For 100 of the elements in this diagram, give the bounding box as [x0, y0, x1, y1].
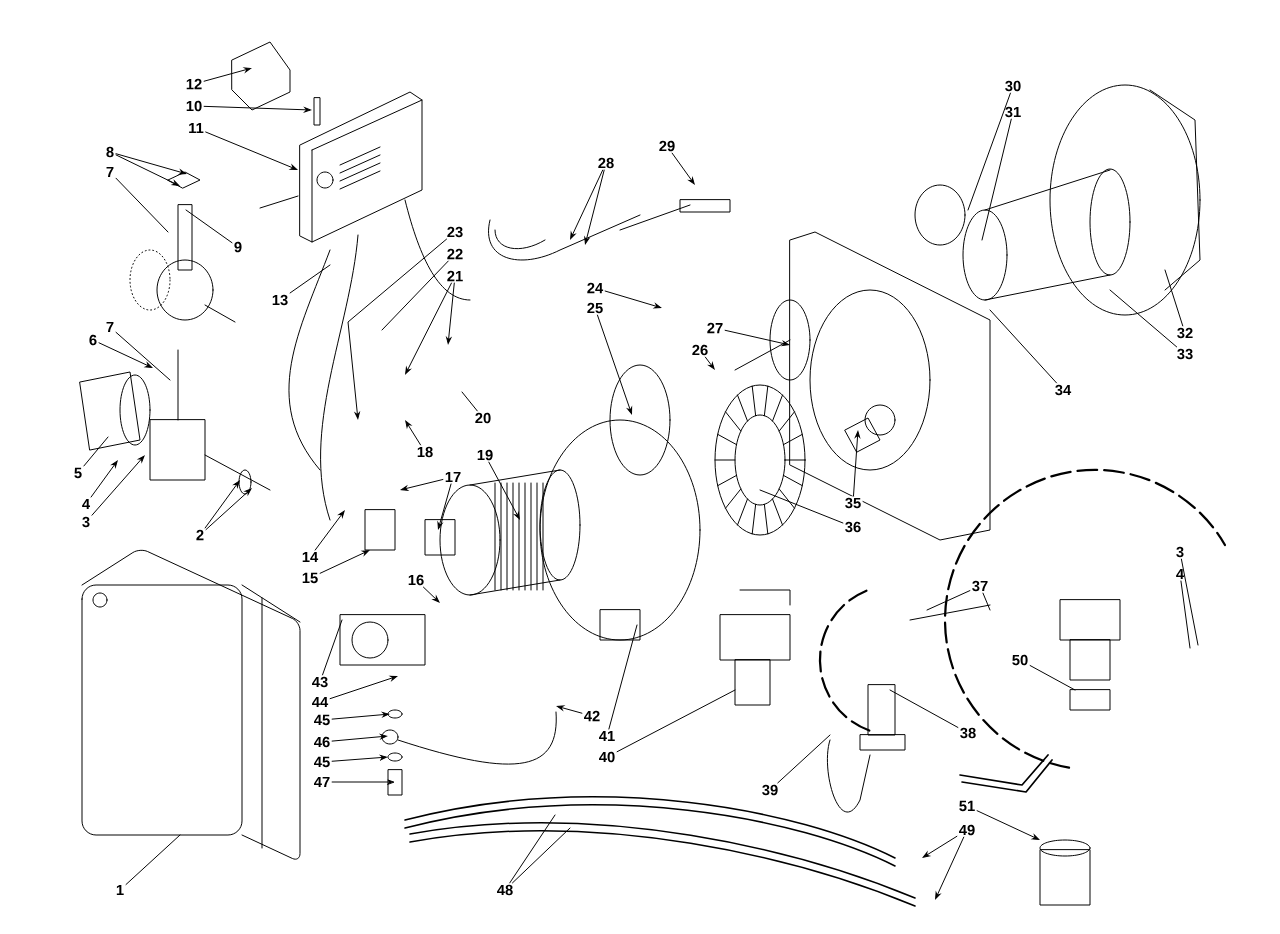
leader-line	[608, 624, 638, 730]
leader-line	[203, 67, 252, 82]
callout-number: 49	[957, 823, 977, 837]
callout-number: 28	[596, 156, 616, 170]
callout-number: 30	[1003, 79, 1023, 93]
callout-number: 25	[585, 301, 605, 315]
leader-line	[347, 238, 447, 420]
leader-line	[319, 550, 370, 574]
callout-number: 39	[760, 783, 780, 797]
callout-number: 5	[72, 466, 84, 480]
leader-line	[314, 510, 345, 551]
leader-line	[400, 479, 444, 491]
leader-line	[488, 461, 520, 520]
callout-number: 2	[194, 528, 206, 542]
leader-line	[461, 391, 478, 412]
leader-line	[83, 436, 109, 467]
callout-number: 38	[958, 726, 978, 740]
callout-number: 44	[310, 695, 330, 709]
leader-line	[509, 814, 556, 884]
leader-line	[935, 836, 965, 900]
leader-line	[289, 264, 331, 294]
leader-line	[205, 131, 298, 170]
leader-line	[616, 689, 736, 753]
callout-number: 51	[957, 799, 977, 813]
callout-number: 22	[445, 247, 465, 261]
callout-number: 3	[80, 515, 92, 529]
leader-line	[671, 152, 695, 185]
leader-line	[115, 154, 180, 186]
leader-line	[922, 835, 958, 858]
callout-number: 45	[312, 755, 332, 769]
leader-line	[204, 480, 240, 529]
callout-number: 9	[232, 240, 244, 254]
leader-line	[91, 455, 145, 516]
callout-number: 27	[705, 321, 725, 335]
leader-line	[115, 177, 169, 233]
callout-number: 46	[312, 735, 332, 749]
leader-line	[704, 356, 715, 370]
leader-line	[556, 705, 583, 714]
leader-line	[570, 169, 604, 240]
callout-number: 19	[475, 448, 495, 462]
leader-line	[1180, 558, 1199, 646]
callout-number: 1	[114, 883, 126, 897]
callout-number: 32	[1175, 326, 1195, 340]
callout-number: 45	[312, 713, 332, 727]
callout-number: 3	[1174, 545, 1186, 559]
leader-line	[759, 489, 844, 524]
callout-number: 4	[1174, 567, 1186, 581]
leader-line	[584, 169, 605, 245]
leader-line	[604, 290, 662, 309]
callout-number: 14	[300, 550, 320, 564]
callout-number: 50	[1010, 653, 1030, 667]
leader-line	[331, 754, 388, 762]
leader-line	[967, 92, 1011, 211]
callout-number: 16	[406, 573, 426, 587]
callout-number: 29	[657, 139, 677, 153]
callout-number: 6	[87, 333, 99, 347]
callout-number: 13	[270, 293, 290, 307]
callout-number: 23	[445, 225, 465, 239]
callout-number: 47	[312, 775, 332, 789]
leader-line	[331, 712, 390, 720]
callout-number: 42	[582, 709, 602, 723]
callout-number: 20	[473, 411, 493, 425]
leader-line	[205, 488, 252, 531]
callout-number: 36	[843, 520, 863, 534]
leader-line	[976, 810, 1040, 840]
callout-number: 48	[495, 883, 515, 897]
leader-line	[331, 734, 388, 742]
callout-number: 18	[415, 445, 435, 459]
callout-number: 26	[690, 343, 710, 357]
callout-number: 17	[443, 470, 463, 484]
leader-line	[724, 329, 790, 346]
callout-number: 35	[843, 496, 863, 510]
callout-number: 12	[184, 77, 204, 91]
leader-line	[1180, 580, 1191, 649]
leader-line	[422, 586, 440, 603]
leader-line	[115, 331, 171, 381]
leader-line	[853, 430, 861, 497]
leader-line	[322, 619, 343, 676]
leader-line	[329, 675, 398, 700]
leader-line	[125, 834, 181, 885]
leader-line	[203, 105, 312, 113]
leader-line	[926, 590, 971, 611]
leader-line	[115, 153, 187, 175]
callout-number: 7	[104, 165, 116, 179]
leader-line	[437, 483, 452, 530]
callout-number: 41	[597, 729, 617, 743]
callout-number: 21	[445, 269, 465, 283]
leader-line	[331, 779, 395, 785]
callout-number: 8	[104, 145, 116, 159]
leader-line	[989, 309, 1057, 384]
leader-line	[981, 118, 1012, 241]
leader-line	[1164, 269, 1184, 327]
callout-number: 10	[184, 99, 204, 113]
callout-number: 43	[310, 675, 330, 689]
leader-line	[982, 592, 991, 611]
callout-number: 15	[300, 571, 320, 585]
leader-line	[185, 209, 233, 244]
leader-line	[1029, 665, 1076, 691]
callout-number: 31	[1003, 105, 1023, 119]
leader-line	[1109, 289, 1178, 348]
